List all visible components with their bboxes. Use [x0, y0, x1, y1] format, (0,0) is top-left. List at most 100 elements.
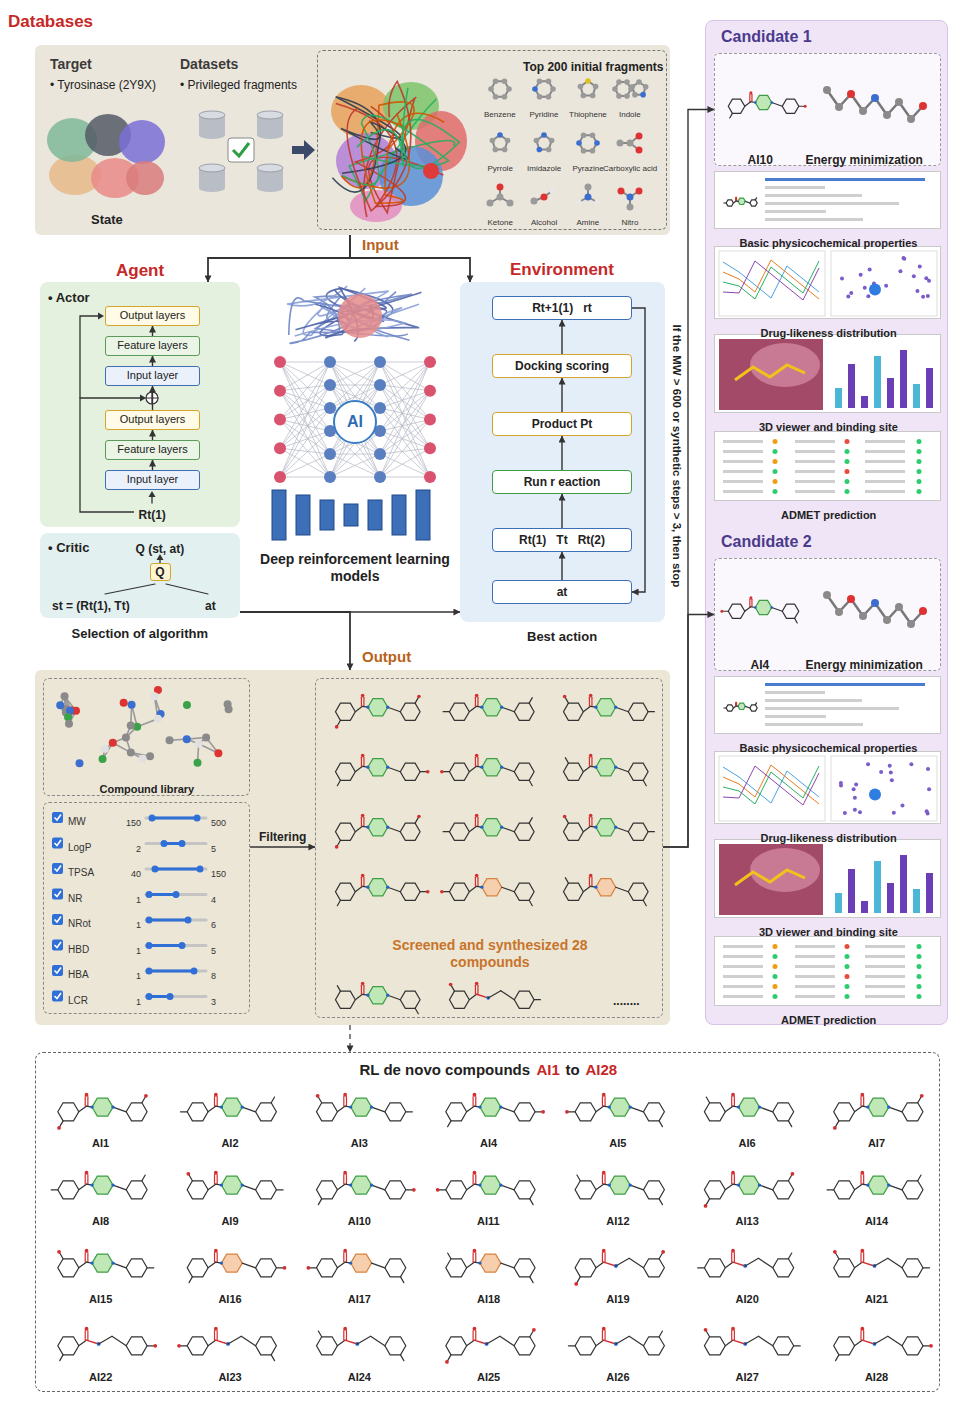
bond-line: [388, 767, 401, 772]
ring-symbol: [902, 1337, 923, 1355]
slider-knob: [191, 968, 198, 975]
ring-symbol: [400, 703, 420, 720]
bond-line: [388, 707, 401, 712]
text-holder: HBA: [68, 964, 89, 982]
slider-track: [146, 842, 206, 845]
compound-label: AI1: [92, 1137, 109, 1150]
fragment-atom: [627, 194, 634, 201]
ring-symbol: [564, 763, 584, 780]
bond-line: [346, 1097, 347, 1107]
fragment-atom: [532, 86, 538, 92]
fragment-atom: [536, 147, 542, 153]
bond-line: [596, 1262, 604, 1268]
scatter-dot: [927, 279, 931, 283]
ring-symbol: [126, 1337, 147, 1355]
bond-line: [439, 1189, 446, 1190]
chart-frame: [719, 756, 825, 821]
bar: [900, 350, 907, 408]
bond-line: [85, 1175, 86, 1185]
text-bar: [865, 470, 905, 473]
bar: [913, 384, 920, 408]
atom-dot: [661, 1250, 665, 1254]
fragment-atom: [617, 140, 624, 147]
text-holder: 5: [211, 838, 216, 856]
fragment-atom: [506, 86, 512, 92]
ring-symbol: [564, 823, 584, 840]
bond-line: [731, 1097, 732, 1107]
atom-dot: [833, 1126, 837, 1130]
atom-dot: [361, 874, 365, 878]
bond-line: [477, 985, 478, 994]
ring-symbol: [317, 1103, 338, 1121]
database-cylinder: [257, 184, 283, 192]
atom-dot: [745, 706, 746, 707]
bond-line: [60, 1253, 63, 1259]
ring-symbol: [644, 1103, 665, 1121]
bond-line: [443, 891, 449, 892]
bond-line: [346, 1253, 347, 1263]
scatter-dot: [926, 812, 930, 816]
bond-line: [596, 1106, 604, 1112]
bond-line: [355, 886, 362, 891]
node-text: Datasets: [180, 56, 238, 73]
bond-line: [736, 198, 737, 201]
bond-line: [208, 1262, 216, 1268]
bond-line: [863, 1175, 864, 1185]
status-dot: [773, 439, 778, 444]
box-text: Output layers: [120, 413, 185, 426]
atom-dot: [475, 814, 479, 818]
node-text: HBD: [68, 944, 89, 956]
illustration-group: [335, 694, 655, 1014]
ring-symbol: [351, 1098, 372, 1116]
bond-line: [337, 1106, 345, 1112]
node-text: Indole: [619, 110, 641, 120]
ball-atom: [224, 700, 232, 708]
bond-line: [142, 1097, 145, 1103]
text-bar: [865, 955, 905, 958]
text-holder: Thiophene: [569, 103, 607, 121]
bond-line: [706, 1199, 709, 1205]
checkbox: [52, 965, 63, 976]
bond-line: [477, 994, 489, 998]
node-text: State: [91, 212, 123, 228]
slider-knob: [149, 815, 156, 822]
bond-line: [242, 1107, 255, 1112]
slider-track: [146, 944, 206, 947]
ring-symbol: [450, 823, 470, 840]
ring-symbol: [317, 1181, 338, 1199]
bond-line: [502, 767, 515, 772]
status-dot: [845, 459, 850, 464]
bond-line: [733, 1262, 745, 1266]
bond-line: [469, 826, 476, 831]
ring-symbol: [58, 1181, 79, 1199]
network-node: [374, 379, 386, 391]
check-mark: [55, 815, 62, 821]
bond-line: [860, 1175, 861, 1185]
bond-line: [214, 1097, 215, 1107]
node-illustration: [715, 677, 942, 735]
atom-dot: [480, 886, 483, 889]
node-text: Target: [50, 56, 92, 73]
node-text: 1: [136, 895, 141, 906]
free-label: Agent: [116, 261, 164, 281]
fragment-atom: [585, 184, 592, 191]
atom-dot: [500, 766, 503, 769]
node-text: 150: [126, 818, 141, 829]
bond-line: [788, 1121, 791, 1127]
bond-line: [372, 1107, 385, 1112]
atom-dot: [614, 706, 617, 709]
text-holder: AI14: [865, 1211, 888, 1229]
atom-dot: [628, 1105, 631, 1108]
ring-symbol: [480, 1098, 501, 1116]
bond-line: [772, 103, 783, 107]
ring-symbol: [514, 823, 534, 840]
text-holder: 3: [211, 991, 216, 1009]
bond-line: [216, 1340, 228, 1344]
text-holder: Target: [50, 55, 92, 73]
fragment-atom: [497, 132, 503, 138]
network-link: [280, 362, 330, 385]
ring-symbol: [514, 991, 534, 1008]
bond-line: [147, 1345, 154, 1346]
bond-line: [530, 1277, 533, 1283]
atom-dot: [85, 1249, 89, 1253]
